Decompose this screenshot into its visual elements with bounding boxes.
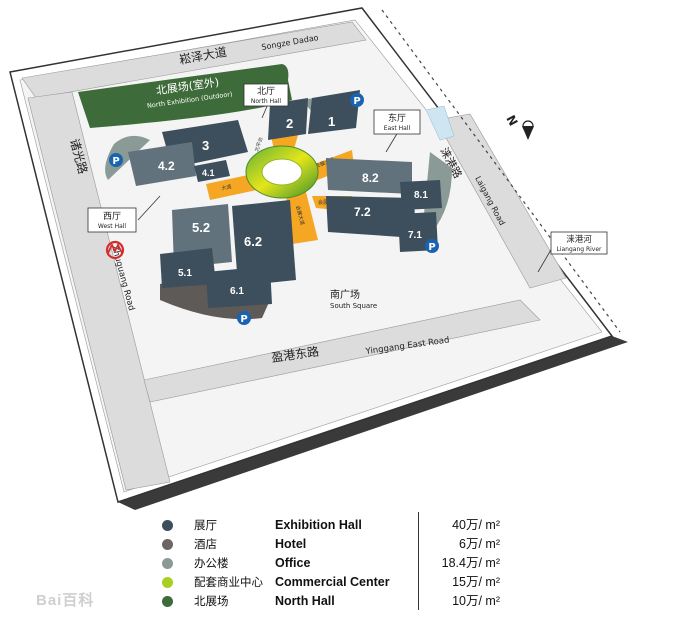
legend-divider xyxy=(418,512,419,610)
watermark-main: Bai xyxy=(36,592,63,609)
legend-value: 10万/ m² xyxy=(452,594,500,608)
parking-icon: P xyxy=(237,311,251,325)
legend-row-commercial-center: 配套商业中心 Commercial Center 15万/ m² xyxy=(160,573,500,591)
hall-5-1-label: 5.1 xyxy=(178,268,192,279)
north-hall-zh: 北厅 xyxy=(257,86,275,97)
legend-zh: 办公楼 xyxy=(194,556,229,570)
metro-icon xyxy=(105,240,125,260)
hall-7-2-label: 7.2 xyxy=(354,205,371,219)
legend: 展厅 Exhibition Hall 40万/ m² 酒店 Hotel 6万/ … xyxy=(160,512,500,612)
legend-en: Exhibition Hall xyxy=(275,518,362,532)
legend-en: Commercial Center xyxy=(275,575,390,589)
legend-zh: 北展场 xyxy=(194,594,229,608)
hall-6-2-label: 6.2 xyxy=(244,234,262,249)
legend-en: North Hall xyxy=(275,594,335,608)
legend-zh: 展厅 xyxy=(194,518,217,532)
svg-text:P: P xyxy=(240,314,247,325)
central-ring xyxy=(245,145,319,199)
river-en: Liangang River xyxy=(556,246,602,253)
legend-value: 15万/ m² xyxy=(452,575,500,589)
parking-icon: P xyxy=(109,153,123,167)
road-right xyxy=(435,113,567,289)
hall-4-1-label: 4.1 xyxy=(202,168,215,178)
legend-zh: 配套商业中心 xyxy=(194,575,263,589)
hall-3-label: 3 xyxy=(202,138,209,153)
west-hall-zh: 西厅 xyxy=(103,211,121,222)
east-hall-en: East Hall xyxy=(384,125,411,132)
hall-1 xyxy=(308,90,360,134)
north-exhibition-area: 北展场(室外) North Exhibition (Outdoor) xyxy=(78,64,292,128)
watermark-suffix: 百科 xyxy=(62,592,95,609)
parking-icon: P xyxy=(350,93,364,107)
road-bottom-zh: 盈港东路 xyxy=(270,343,320,365)
north-hall-callout: 北厅 North Hall xyxy=(243,83,289,119)
legend-row-hotel: 酒店 Hotel 6万/ m² xyxy=(160,535,500,553)
hall-4-1 xyxy=(194,160,230,182)
road-top xyxy=(21,21,367,99)
hall-6-1 xyxy=(206,266,272,308)
legend-en: Office xyxy=(275,556,311,570)
legend-dot-icon xyxy=(162,596,173,607)
river xyxy=(425,105,455,141)
svg-text:P: P xyxy=(112,156,119,167)
walkway-north-label: 北平台 xyxy=(253,136,264,152)
hall-2 xyxy=(268,98,308,140)
south-square-en: South Square xyxy=(330,302,377,310)
hall-7-1-label: 7.1 xyxy=(408,230,422,241)
legend-dot-icon xyxy=(162,577,173,588)
hall-8-1-label: 8.1 xyxy=(414,190,428,201)
hall-4-2-label: 4.2 xyxy=(158,159,175,173)
legend-value: 6万/ m² xyxy=(459,537,500,551)
road-bottom xyxy=(143,299,541,403)
compass: N xyxy=(503,113,534,140)
legend-row-office: 办公楼 Office 18.4万/ m² xyxy=(160,554,500,572)
roads xyxy=(21,9,621,491)
west-hall-en: West Hall xyxy=(98,223,127,230)
svg-text:P: P xyxy=(428,242,435,253)
legend-en: Hotel xyxy=(275,537,307,551)
hall-6-1-label: 6.1 xyxy=(230,286,244,297)
svg-text:P: P xyxy=(353,96,360,107)
hall-6-2 xyxy=(232,200,296,286)
walkway-south-label: 会展大道 xyxy=(294,205,306,226)
legend-value: 18.4万/ m² xyxy=(441,556,500,570)
legend-row-north-hall: 北展场 North Hall 10万/ m² xyxy=(160,592,500,610)
road-left xyxy=(27,91,171,491)
legend-row-exhibition-hall: 展厅 Exhibition Hall 40万/ m² xyxy=(160,516,500,534)
hall-4-2 xyxy=(128,142,196,186)
south-square-zh: 南广场 xyxy=(330,288,360,301)
legend-dot-icon xyxy=(162,520,173,531)
watermark-logo: Bai百科 xyxy=(36,588,94,611)
river-zh: 涞港河 xyxy=(566,234,592,245)
north-hall-en: North Hall xyxy=(251,98,282,105)
hall-2-label: 2 xyxy=(286,116,293,131)
hall-8-2-label: 8.2 xyxy=(362,171,379,185)
parking-icons: P P P P xyxy=(109,93,439,325)
compass-n-icon: N xyxy=(503,113,520,128)
hall-7-2 xyxy=(326,196,416,238)
hall-5-2-label: 5.2 xyxy=(192,220,210,235)
hall-5-1 xyxy=(160,248,216,288)
river-callout: 涞港河 Liangang River xyxy=(537,231,608,273)
west-hall-callout: 西厅 West Hall xyxy=(87,195,161,233)
legend-value: 40万/ m² xyxy=(452,518,500,532)
legend-dot-icon xyxy=(162,539,173,550)
legend-zh: 酒店 xyxy=(194,537,217,551)
east-hall-zh: 东厅 xyxy=(388,112,406,124)
hall-1-label: 1 xyxy=(328,114,335,129)
walkway-west-label: 大道 xyxy=(221,183,232,192)
parking-icon: P xyxy=(425,239,439,253)
east-hall-callout: 东厅 East Hall xyxy=(373,109,421,153)
hall-blocks xyxy=(128,90,442,308)
hall-8-2 xyxy=(326,158,412,194)
legend-dot-icon xyxy=(162,558,173,569)
